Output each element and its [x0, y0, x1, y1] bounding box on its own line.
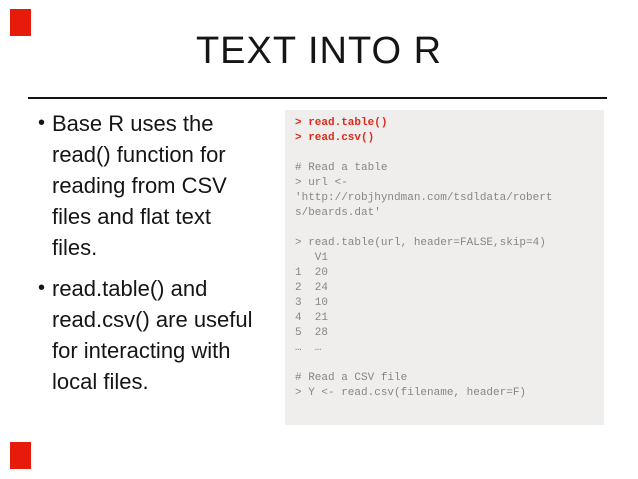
code-line: 4 21: [295, 312, 329, 324]
code-line: > url <-: [295, 177, 348, 189]
accent-rect-bottom-icon: [10, 442, 31, 469]
bullet-item: • Base R uses the read() function for rea…: [30, 108, 255, 263]
code-line: [295, 356, 594, 371]
bullet-item: • read.table() and read.csv() are useful …: [30, 273, 255, 397]
slide-title: TEXT INTO R: [195, 30, 443, 72]
code-line: > read.table(): [295, 117, 388, 129]
code-block: > read.table() > read.csv() # Read a table…: [285, 110, 604, 425]
code-line: 2 24: [295, 282, 329, 294]
accent-rect-top-icon: [10, 9, 31, 36]
code-line: s/beards.dat': [295, 207, 381, 219]
bullet-text: read.table() and read.csv() are useful f…: [52, 276, 253, 394]
code-line: > read.table(url, header=FALSE,skip=4): [295, 237, 546, 249]
code-line: > Y <- read.csv(filename, header=F): [295, 387, 527, 399]
bullet-list: • Base R uses the read() function for rea…: [30, 108, 255, 407]
code-line: 1 20: [295, 267, 329, 279]
code-line: 3 10: [295, 297, 329, 309]
code-line: # Read a table: [295, 162, 388, 174]
bullet-marker-icon: •: [38, 277, 46, 299]
code-line: 'http://robjhyndman.com/tsdldata/robert: [295, 192, 553, 204]
code-line: … …: [295, 342, 322, 354]
code-line: [295, 221, 594, 236]
bullet-text: Base R uses the read() function for read…: [52, 111, 227, 260]
code-line: V1: [295, 252, 329, 264]
code-line: # Read a CSV file: [295, 372, 408, 384]
bullet-marker-icon: •: [38, 112, 46, 134]
code-line: [295, 146, 594, 161]
title-divider: [28, 97, 607, 99]
code-line: 5 28: [295, 327, 329, 339]
code-line: > read.csv(): [295, 132, 375, 144]
